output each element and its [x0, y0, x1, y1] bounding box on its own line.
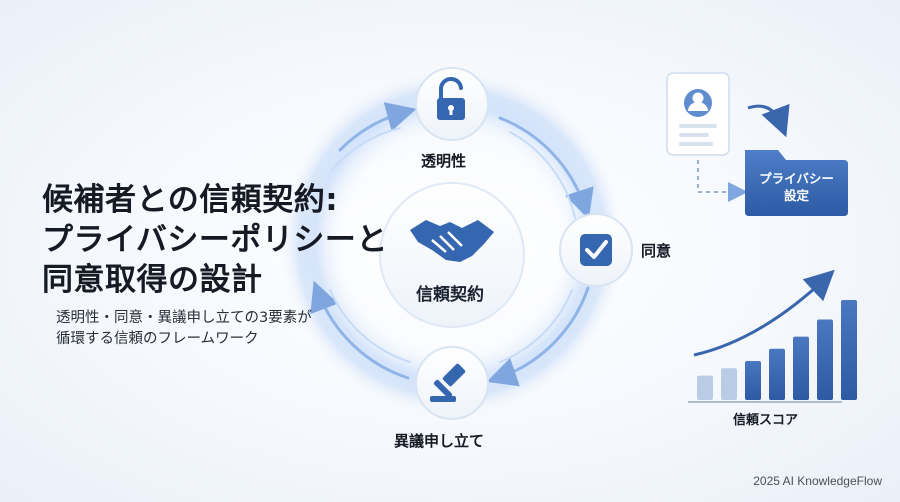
handshake-icon [410, 220, 494, 262]
arrow-trail [331, 127, 401, 171]
arrow-trail [329, 289, 411, 363]
consent-label: 同意 [641, 242, 672, 260]
score-bar [793, 336, 809, 400]
page-subtitle: 透明性・同意・異議申し立ての3要素が 循環する信頼のフレームワーク [56, 308, 356, 350]
subtitle-line-1: 透明性・同意・異議申し立ての3要素が [56, 310, 312, 326]
unlock-icon [437, 77, 465, 120]
score-bars [697, 300, 857, 400]
arrow-trail [509, 131, 576, 219]
trend-arrow-icon [693, 269, 835, 357]
cycle-arrows [310, 102, 594, 387]
privacy-folder-icon [745, 150, 848, 216]
objection-label: 異議申し立て [394, 432, 485, 450]
profile-card-icon [666, 72, 730, 156]
checkbox-icon [580, 234, 612, 266]
score-bar [817, 319, 833, 400]
profile-to-folder-arrow [747, 103, 790, 138]
folder-label-line-2: 設定 [783, 188, 809, 203]
score-bar [841, 300, 857, 400]
arrow-to-objection [486, 286, 590, 387]
arrow-to-start [310, 280, 410, 380]
privacy-folder-label: プライバシー 設定 [745, 170, 848, 204]
gavel-icon [430, 363, 466, 402]
arrow-to-consent [498, 116, 594, 220]
folder-label-line-1: プライバシー [759, 171, 834, 186]
arrow-trail [499, 289, 573, 363]
title-line-1: 候補者との信頼契約: [42, 182, 339, 218]
dashed-connector [697, 160, 748, 202]
footer-credit: 2025 AI KnowledgeFlow [753, 474, 882, 488]
arrow-to-transparency [338, 102, 417, 152]
title-line-2: プライバシーポリシーと [42, 222, 388, 258]
score-bar [697, 375, 713, 400]
page-title: 候補者との信頼契約: プライバシーポリシーと 同意取得の設計 [42, 180, 388, 300]
score-bar [769, 348, 785, 400]
title-line-3: 同意取得の設計 [42, 262, 263, 298]
center-label: 信頼契約 [416, 285, 484, 305]
score-bar [721, 368, 737, 400]
transparency-label: 透明性 [421, 152, 467, 170]
subtitle-line-2: 循環する信頼のフレームワーク [56, 331, 259, 347]
score-bar [745, 360, 761, 400]
score-label: 信頼スコア [733, 413, 799, 428]
